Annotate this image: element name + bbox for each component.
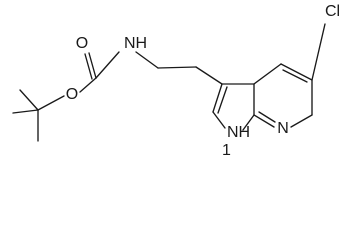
bond-tbu-methyl-left (12, 109, 39, 114)
bond-pyridine-c3a-c4 (253, 63, 282, 85)
bond-tbu-methyl-top (19, 89, 39, 111)
chlorine-label: Cl (325, 3, 340, 20)
bond-pyrrole-c3-c2-b (217, 86, 228, 114)
pyrrole-nitrogen-label: NH (227, 124, 250, 141)
carbonyl-oxygen-label: O (76, 35, 88, 52)
bond-nitrogen-to-ch2 (135, 51, 159, 69)
bond-pyridine-n7-c7a-a (253, 114, 275, 128)
bond-pyrrole-c3-c2-a (212, 83, 223, 113)
bond-pyrrole-n1-c7a (242, 114, 255, 131)
pyridine-nitrogen-label: N (277, 120, 289, 137)
bond-pyridine-c6-n7 (290, 114, 313, 128)
molecule-diagram: O O NH Cl N NH 1 (12, 3, 340, 159)
bond-ch2-to-indole-c3 (195, 66, 223, 85)
bond-pyrrole-c2-n1 (212, 111, 226, 129)
bond-ch2-to-ch2 (157, 66, 197, 69)
pyrrole-position-label: 1 (222, 142, 231, 159)
ester-oxygen-label: O (66, 86, 78, 103)
carbamate-nitrogen-label: NH (124, 35, 147, 52)
bond-tbu-to-ester-oxygen (37, 95, 65, 111)
bond-carbonyl-double-a (88, 52, 97, 79)
bond-ester-oxygen-to-carbonyl (79, 77, 97, 93)
bond-c5-to-chlorine (311, 23, 326, 81)
bond-pyridine-c4-c5-b (282, 69, 308, 83)
bond-carbonyl-to-nitrogen (95, 51, 120, 79)
bond-carbonyl-double-b (84, 53, 93, 80)
bond-pyridine-n7-c7a-b (258, 111, 276, 123)
bond-pyridine-c4-c5-a (280, 63, 313, 81)
chemical-structure-canvas: O O NH Cl N NH 1 (12, 3, 341, 159)
